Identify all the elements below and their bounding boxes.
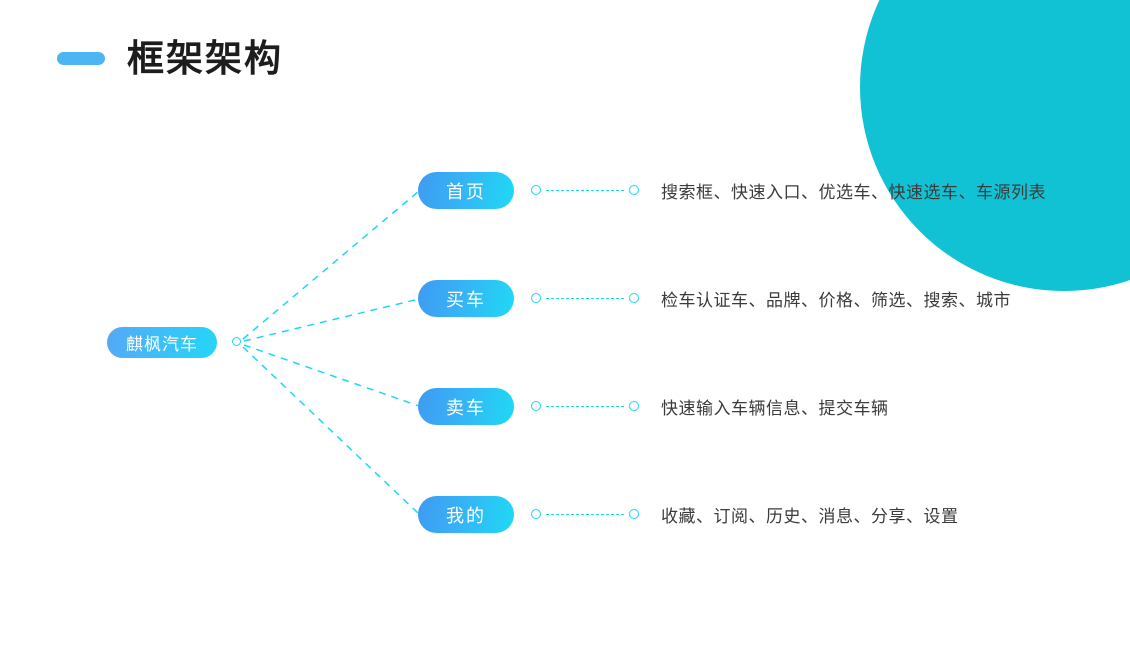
leader-connector-3 [531,400,639,412]
branch-node-buy-car[interactable]: 买车 [418,280,514,317]
leader-ring-start-4 [531,509,541,519]
leader-dash-4 [546,513,624,515]
leader-dash-2 [546,297,624,299]
leader-ring-end-4 [629,509,639,519]
branch-node-sell-car[interactable]: 卖车 [418,388,514,425]
leader-ring-start-3 [531,401,541,411]
leader-dash-1 [546,189,624,191]
leader-ring-start-2 [531,293,541,303]
branch-description-home: 搜索框、快速入口、优选车、快速选车、车源列表 [661,183,1046,202]
connector-line-1 [242,190,420,340]
page-title: 框架架构 [127,38,283,79]
leader-ring-end-3 [629,401,639,411]
leader-ring-end-1 [629,185,639,195]
connector-line-2 [243,298,420,342]
slide-heading: 框架架构 [57,40,283,77]
root-node-qifeng-auto[interactable]: 麒枫汽车 [107,327,217,358]
branch-description-sell-car: 快速输入车辆信息、提交车辆 [661,399,889,418]
leader-connector-4 [531,508,639,520]
branch-node-mine[interactable]: 我的 [418,496,514,533]
leader-ring-end-2 [629,293,639,303]
corner-decoration-circle [860,0,1130,291]
leader-ring-start-1 [531,185,541,195]
hub-node-ring [232,337,241,346]
branch-description-buy-car: 检车认证车、品牌、价格、筛选、搜索、城市 [661,291,1011,310]
connector-line-4 [242,346,420,515]
branch-node-home[interactable]: 首页 [418,172,514,209]
branch-description-mine: 收藏、订阅、历史、消息、分享、设置 [661,507,959,526]
leader-connector-2 [531,292,639,304]
heading-dash-marker [57,52,105,65]
leader-dash-3 [546,405,624,407]
leader-connector-1 [531,184,639,196]
connector-line-3 [243,344,420,407]
